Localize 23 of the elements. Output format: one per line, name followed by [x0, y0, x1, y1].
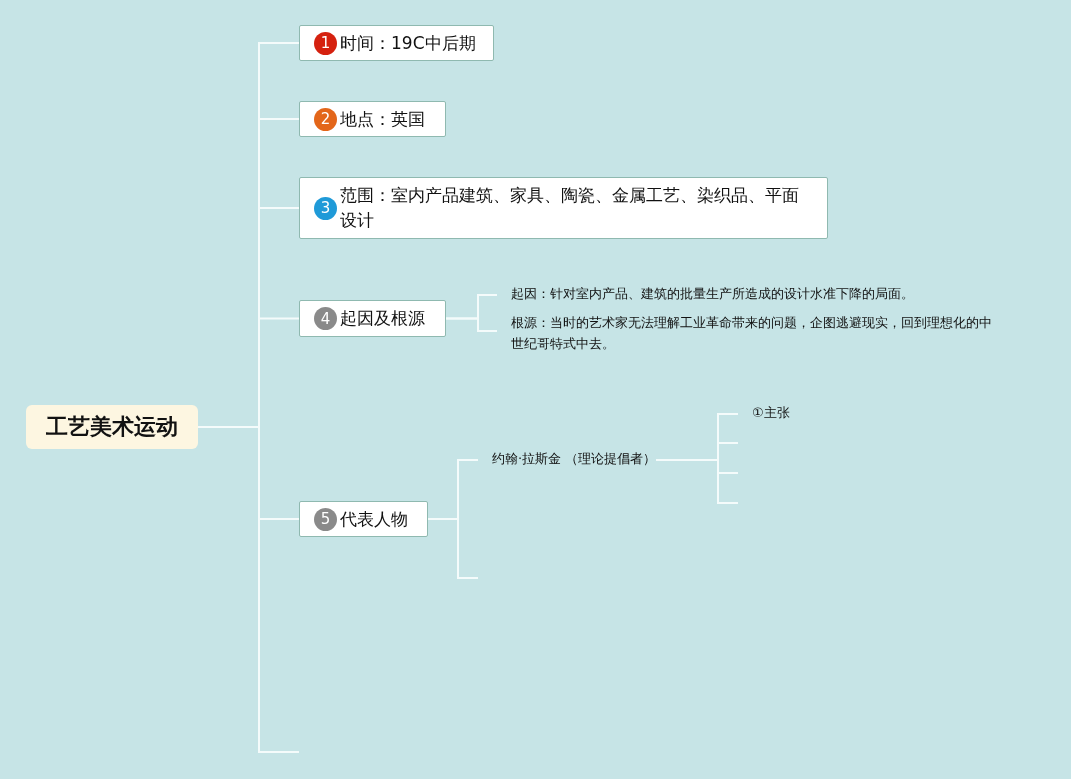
topic-box: [299, 25, 494, 61]
branch-line: [427, 518, 479, 579]
branch-line: [445, 317, 498, 332]
branch-text: 根源：当时的艺术家无法理解工业革命带来的问题，企图逃避现实，回到理想化的中世纪哥特式中去。: [497, 313, 993, 357]
topic-text: 范围：室内产品建筑、家具、陶瓷、金属工艺、染织品、平面设计: [340, 184, 800, 232]
number-badge: 5: [314, 507, 337, 531]
topic-text: 代表人物: [340, 507, 408, 531]
topic-box: [299, 101, 446, 137]
topic-text: 时间：19C中后期: [340, 31, 476, 55]
branch-text: ①主张: [738, 403, 818, 425]
branch-line: [655, 459, 739, 504]
number-badge: 1: [314, 31, 337, 55]
number-badge: 4: [314, 307, 337, 330]
number-badge: 2: [314, 107, 337, 131]
topic-text: 地点：英国: [340, 107, 425, 131]
topic-box: [299, 501, 428, 537]
branch-text: 起因：针对室内产品、建筑的批量生产所造成的设计水准下降的局面。: [497, 284, 1017, 306]
topic-text: 起因及根源: [340, 307, 425, 331]
branch-text: 约翰·拉斯金 （理论提倡者）: [478, 449, 657, 471]
number-badge: 3: [314, 196, 337, 220]
topic-box: [299, 300, 446, 337]
central-topic-box: 工艺美术运动: [26, 405, 198, 449]
topic-box: [299, 177, 828, 239]
